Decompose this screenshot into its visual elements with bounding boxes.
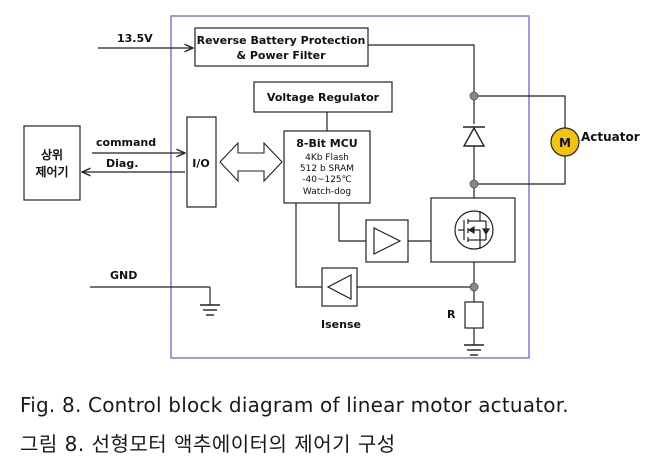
ground-symbol-shunt [464,344,484,356]
junction-lower [469,179,479,189]
isense-amplifier-icon [326,274,352,300]
motor-top-line [474,95,566,128]
mcu-block [283,130,371,204]
mcu-spec-sram: 512 b SRAM [300,164,354,174]
junction-upper [469,91,479,101]
gnd-label: GND [110,269,137,282]
driver-buffer-icon [373,227,402,255]
io-block [186,116,217,208]
gate-driver-block [365,219,409,263]
flyback-diode-icon [462,126,486,147]
junctions [469,91,479,292]
supply-voltage-label: 13.5V [117,32,153,45]
mcu-spec-watchdog: Watch-dog [303,187,351,197]
io-label: I/O [192,157,209,170]
voltage-regulator-label: Voltage Regulator [267,91,380,104]
command-label: command [96,136,156,149]
shunt-resistor [464,301,484,329]
isense-label: Isense [321,318,361,331]
bidirectional-bus-arrow [219,141,283,183]
power-to-diode-line [368,44,475,96]
mosfet-icon [454,210,494,250]
diag-label: Diag. [106,157,138,170]
figure-caption-korean: 그림 8. 선형모터 액추에이터의 제어기 구성 [20,432,396,456]
reverse-protection-block [194,27,369,67]
host-controller-block [23,125,81,201]
mcu-title: 8-Bit MCU [296,137,357,150]
junction-shunt [469,282,479,292]
isense-feedback-line [295,203,322,288]
voltage-regulator-block [253,81,393,113]
mcu-to-driver-line [338,203,366,242]
mcu-spec-flash: 4Kb Flash [305,153,349,163]
ground-symbol-gnd [200,304,220,316]
host-controller-label-line1: 상위 [41,147,63,162]
figure-caption-english: Fig. 8. Control block diagram of linear … [20,393,569,417]
control-block-diagram: 13.5V Reverse Battery Protection & Power… [23,15,640,359]
reverse-protection-label-line1: Reverse Battery Protection [197,34,366,47]
motor-bottom-line [474,156,566,185]
motor-icon [550,127,580,157]
ecu-module-boundary [170,15,530,359]
mcu-spec-temperature: -40~125℃ [302,175,352,185]
motor-label: M [559,136,571,150]
reverse-protection-label-line2: & Power Filter [236,49,326,62]
actuator-label: Actuator [581,130,640,144]
host-controller-label-line2: 제어기 [35,164,68,179]
resistor-label: R [447,308,456,321]
